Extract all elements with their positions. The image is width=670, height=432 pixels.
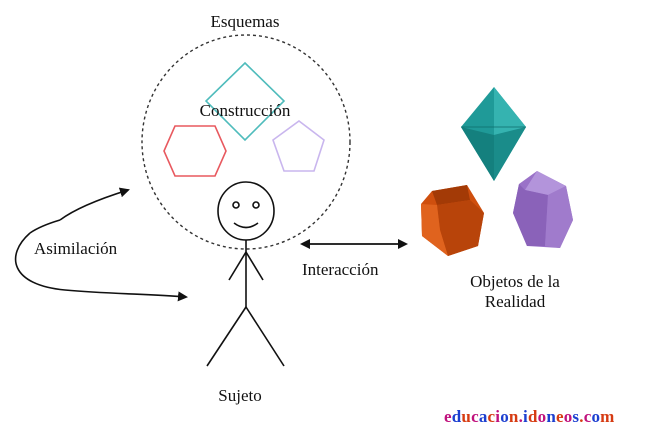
assimilation-arrow-upper-tail [29, 219, 61, 234]
assimilation-arrows [14, 187, 188, 302]
interaction-label: Interacción [302, 260, 379, 279]
reality-objects-label-line2: Realidad [484, 292, 546, 311]
construction-label: Construcción [199, 101, 291, 120]
stick-figure-subject-icon [206, 181, 285, 367]
orange-gem-icon [421, 185, 484, 256]
site-watermark: educacion.idoneos.com [444, 407, 615, 427]
site-watermark-text: educacion.idoneos.com [444, 407, 615, 426]
purple-gem-icon [513, 171, 573, 248]
hexagon-outline-icon [163, 125, 227, 177]
teal-gem-icon [461, 87, 526, 181]
assimilation-label: Asimilación [34, 239, 118, 258]
schemes-dashed-circle [141, 34, 351, 250]
reality-objects-label: Objetos de la Realidad [430, 272, 600, 312]
schemes-label: Esquemas [210, 12, 280, 31]
subject-label: Sujeto [218, 386, 262, 405]
pentagon-outline-icon [272, 120, 325, 172]
assimilation-arrow-upper [59, 187, 130, 221]
diamond-outline-icon [204, 61, 286, 142]
assimilation-arrow-lower [14, 232, 188, 302]
reality-objects-label-line1: Objetos de la [470, 272, 560, 291]
